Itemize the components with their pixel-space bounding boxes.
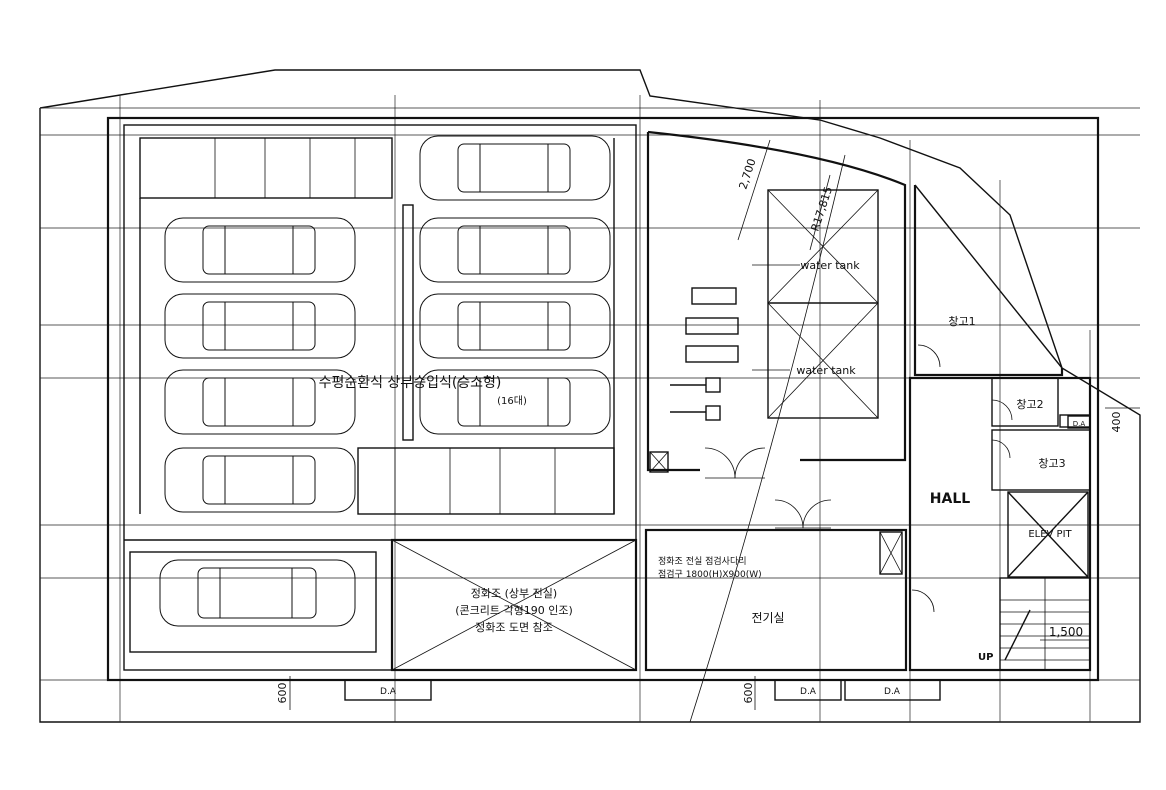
car <box>419 217 611 283</box>
water-tank-label-2: water tank <box>796 364 856 377</box>
parked-cars <box>159 135 611 627</box>
door-swings <box>649 344 1013 613</box>
storage-2-label: 창고2 <box>1016 398 1043 411</box>
septic-line-3: 정화조 도면 참조 <box>475 621 553 634</box>
da-label: D.A <box>800 687 817 697</box>
da-label: D.A <box>884 687 901 697</box>
electrical-room-label: 전기실 <box>751 611 784 625</box>
car <box>419 369 611 435</box>
car <box>164 369 356 435</box>
parking-lift <box>139 137 615 515</box>
storage-1-label: 창고1 <box>948 315 975 328</box>
water-tank-label-1: water tank <box>800 259 860 272</box>
storage-3-label: 창고3 <box>1038 457 1065 470</box>
stairs <box>999 577 1091 671</box>
dim-600-right: 600 <box>742 683 755 704</box>
da-label: D.A <box>380 687 397 697</box>
car <box>164 447 356 513</box>
septic-line-1: 정화조 (상부 전실) <box>471 587 557 600</box>
dim-r17815: R17,815 <box>808 185 835 233</box>
radius-arc <box>689 154 846 723</box>
hall-label: HALL <box>930 491 970 507</box>
building-walls <box>106 116 1100 682</box>
site-boundary <box>39 69 1141 723</box>
parking-system-label: 수평순환식 상부승입식(승소형) <box>319 375 502 391</box>
up-label: UP <box>978 652 993 663</box>
dim-400: 400 <box>1110 412 1123 433</box>
elev-pit-label: ELEV PIT <box>1028 529 1072 540</box>
septic-tank <box>390 538 638 672</box>
parking-count-label: (16대) <box>497 395 527 407</box>
car <box>159 559 356 627</box>
septic-note-line-1: 정화조 전실 점검사다리 <box>658 555 747 567</box>
septic-line-2: (콘크리트 각형190 인조) <box>455 604 573 617</box>
pump-equipment <box>670 264 800 421</box>
septic-note-line-2: 점검구 1800(H)X900(W) <box>658 568 762 580</box>
da-label: D.A <box>1073 420 1086 428</box>
car <box>419 293 611 359</box>
dim-600-left: 600 <box>276 683 289 704</box>
car <box>164 293 356 359</box>
dimension-lines <box>289 139 1140 710</box>
dim-1500: 1,500 <box>1049 625 1083 639</box>
car <box>164 217 356 283</box>
dry-area-boxes <box>344 415 1091 701</box>
car <box>419 135 611 201</box>
grid-lines <box>40 95 1140 722</box>
